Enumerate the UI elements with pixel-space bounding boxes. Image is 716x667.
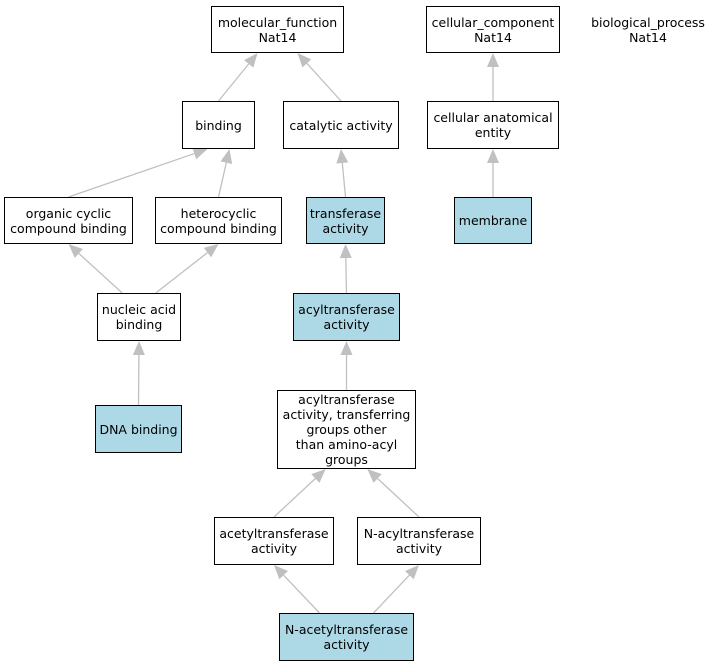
node-acyltransferase-other-than-aminoacyl[interactable]: acyltransferase activity, transferring g…	[277, 390, 416, 469]
edge-arrowhead-acetyltransferase_activity	[274, 565, 288, 580]
edge-catalytic_activity-to-molecular_function	[306, 62, 342, 102]
edge-acetyltransferase_activity-to-acyltransferase_other_than_aminoacyl	[273, 478, 316, 518]
edge-binding-to-molecular_function	[217, 63, 250, 102]
edge-arrowhead-binding	[192, 147, 208, 160]
edge-n_acetyltransferase_activity-to-acetyltransferase_activity	[283, 574, 320, 614]
edge-acyltransferase_activity-to-transferase_activity	[345, 257, 348, 294]
node-membrane[interactable]: membrane	[454, 197, 532, 244]
edge-arrowhead-heterocyclic_compound_binding	[203, 244, 219, 258]
edge-arrowhead-organic_cyclic_compound_binding	[68, 244, 83, 258]
edge-nucleic_acid_binding-to-heterocyclic_compound_binding	[155, 252, 208, 294]
edge-n_acetyltransferase_activity-to-n_acyltransferase_activity	[373, 574, 410, 614]
node-dna-binding[interactable]: DNA binding	[95, 405, 182, 453]
node-catalytic-activity[interactable]: catalytic activity	[283, 101, 399, 149]
edge-transferase_activity-to-catalytic_activity	[341, 162, 347, 198]
edge-n_acyltransferase_activity-to-acyltransferase_other_than_aminoacyl	[377, 478, 420, 518]
edge-nucleic_acid_binding-to-organic_cyclic_compound_binding	[78, 252, 123, 294]
edge-arrowhead-cellular_anatomical_entity	[487, 149, 499, 163]
node-acyltransferase-activity[interactable]: acyltransferase activity	[293, 293, 400, 341]
edge-arrowhead-n_acyltransferase_activity	[405, 565, 419, 580]
edge-arrowhead-molecular_function	[297, 53, 312, 68]
node-binding[interactable]: binding	[182, 101, 255, 149]
node-transferase-activity[interactable]: transferase activity	[306, 197, 385, 244]
edge-arrowhead-acyltransferase_activity	[340, 341, 353, 355]
edge-arrowhead-transferase_activity	[339, 244, 352, 259]
node-organic-cyclic-compound-binding[interactable]: organic cyclic compound binding	[4, 197, 133, 244]
edge-arrowhead-cellular_component	[487, 53, 499, 67]
node-biological-process[interactable]: biological_process Nat14	[591, 14, 705, 45]
node-n-acyltransferase-activity[interactable]: N-acyltransferase activity	[357, 517, 481, 565]
node-cellular-component[interactable]: cellular_component Nat14	[426, 6, 560, 53]
node-heterocyclic-compound-binding[interactable]: heterocyclic compound binding	[155, 197, 282, 244]
node-acetyltransferase-activity[interactable]: acetyltransferase activity	[214, 517, 334, 565]
node-molecular-function[interactable]: molecular_function Nat14	[211, 6, 344, 53]
node-n-acetyltransferase-activity[interactable]: N-acetyltransferase activity	[279, 613, 414, 661]
node-nucleic-acid-binding[interactable]: nucleic acid binding	[97, 293, 181, 341]
edge-arrowhead-catalytic_activity	[336, 149, 349, 164]
edge-arrowhead-molecular_function	[244, 53, 258, 68]
edge-organic_cyclic_compound_binding-to-binding	[68, 152, 195, 198]
node-cellular-anatomical-entity[interactable]: cellular anatomical entity	[427, 101, 559, 149]
edge-arrowhead-binding	[220, 149, 233, 164]
edge-arrowhead-acyltransferase_other_than_aminoacyl	[311, 469, 326, 483]
edge-heterocyclic_compound_binding-to-binding	[217, 162, 227, 198]
edge-arrowhead-nucleic_acid_binding	[132, 341, 145, 356]
edge-arrowhead-acyltransferase_other_than_aminoacyl	[367, 469, 382, 483]
